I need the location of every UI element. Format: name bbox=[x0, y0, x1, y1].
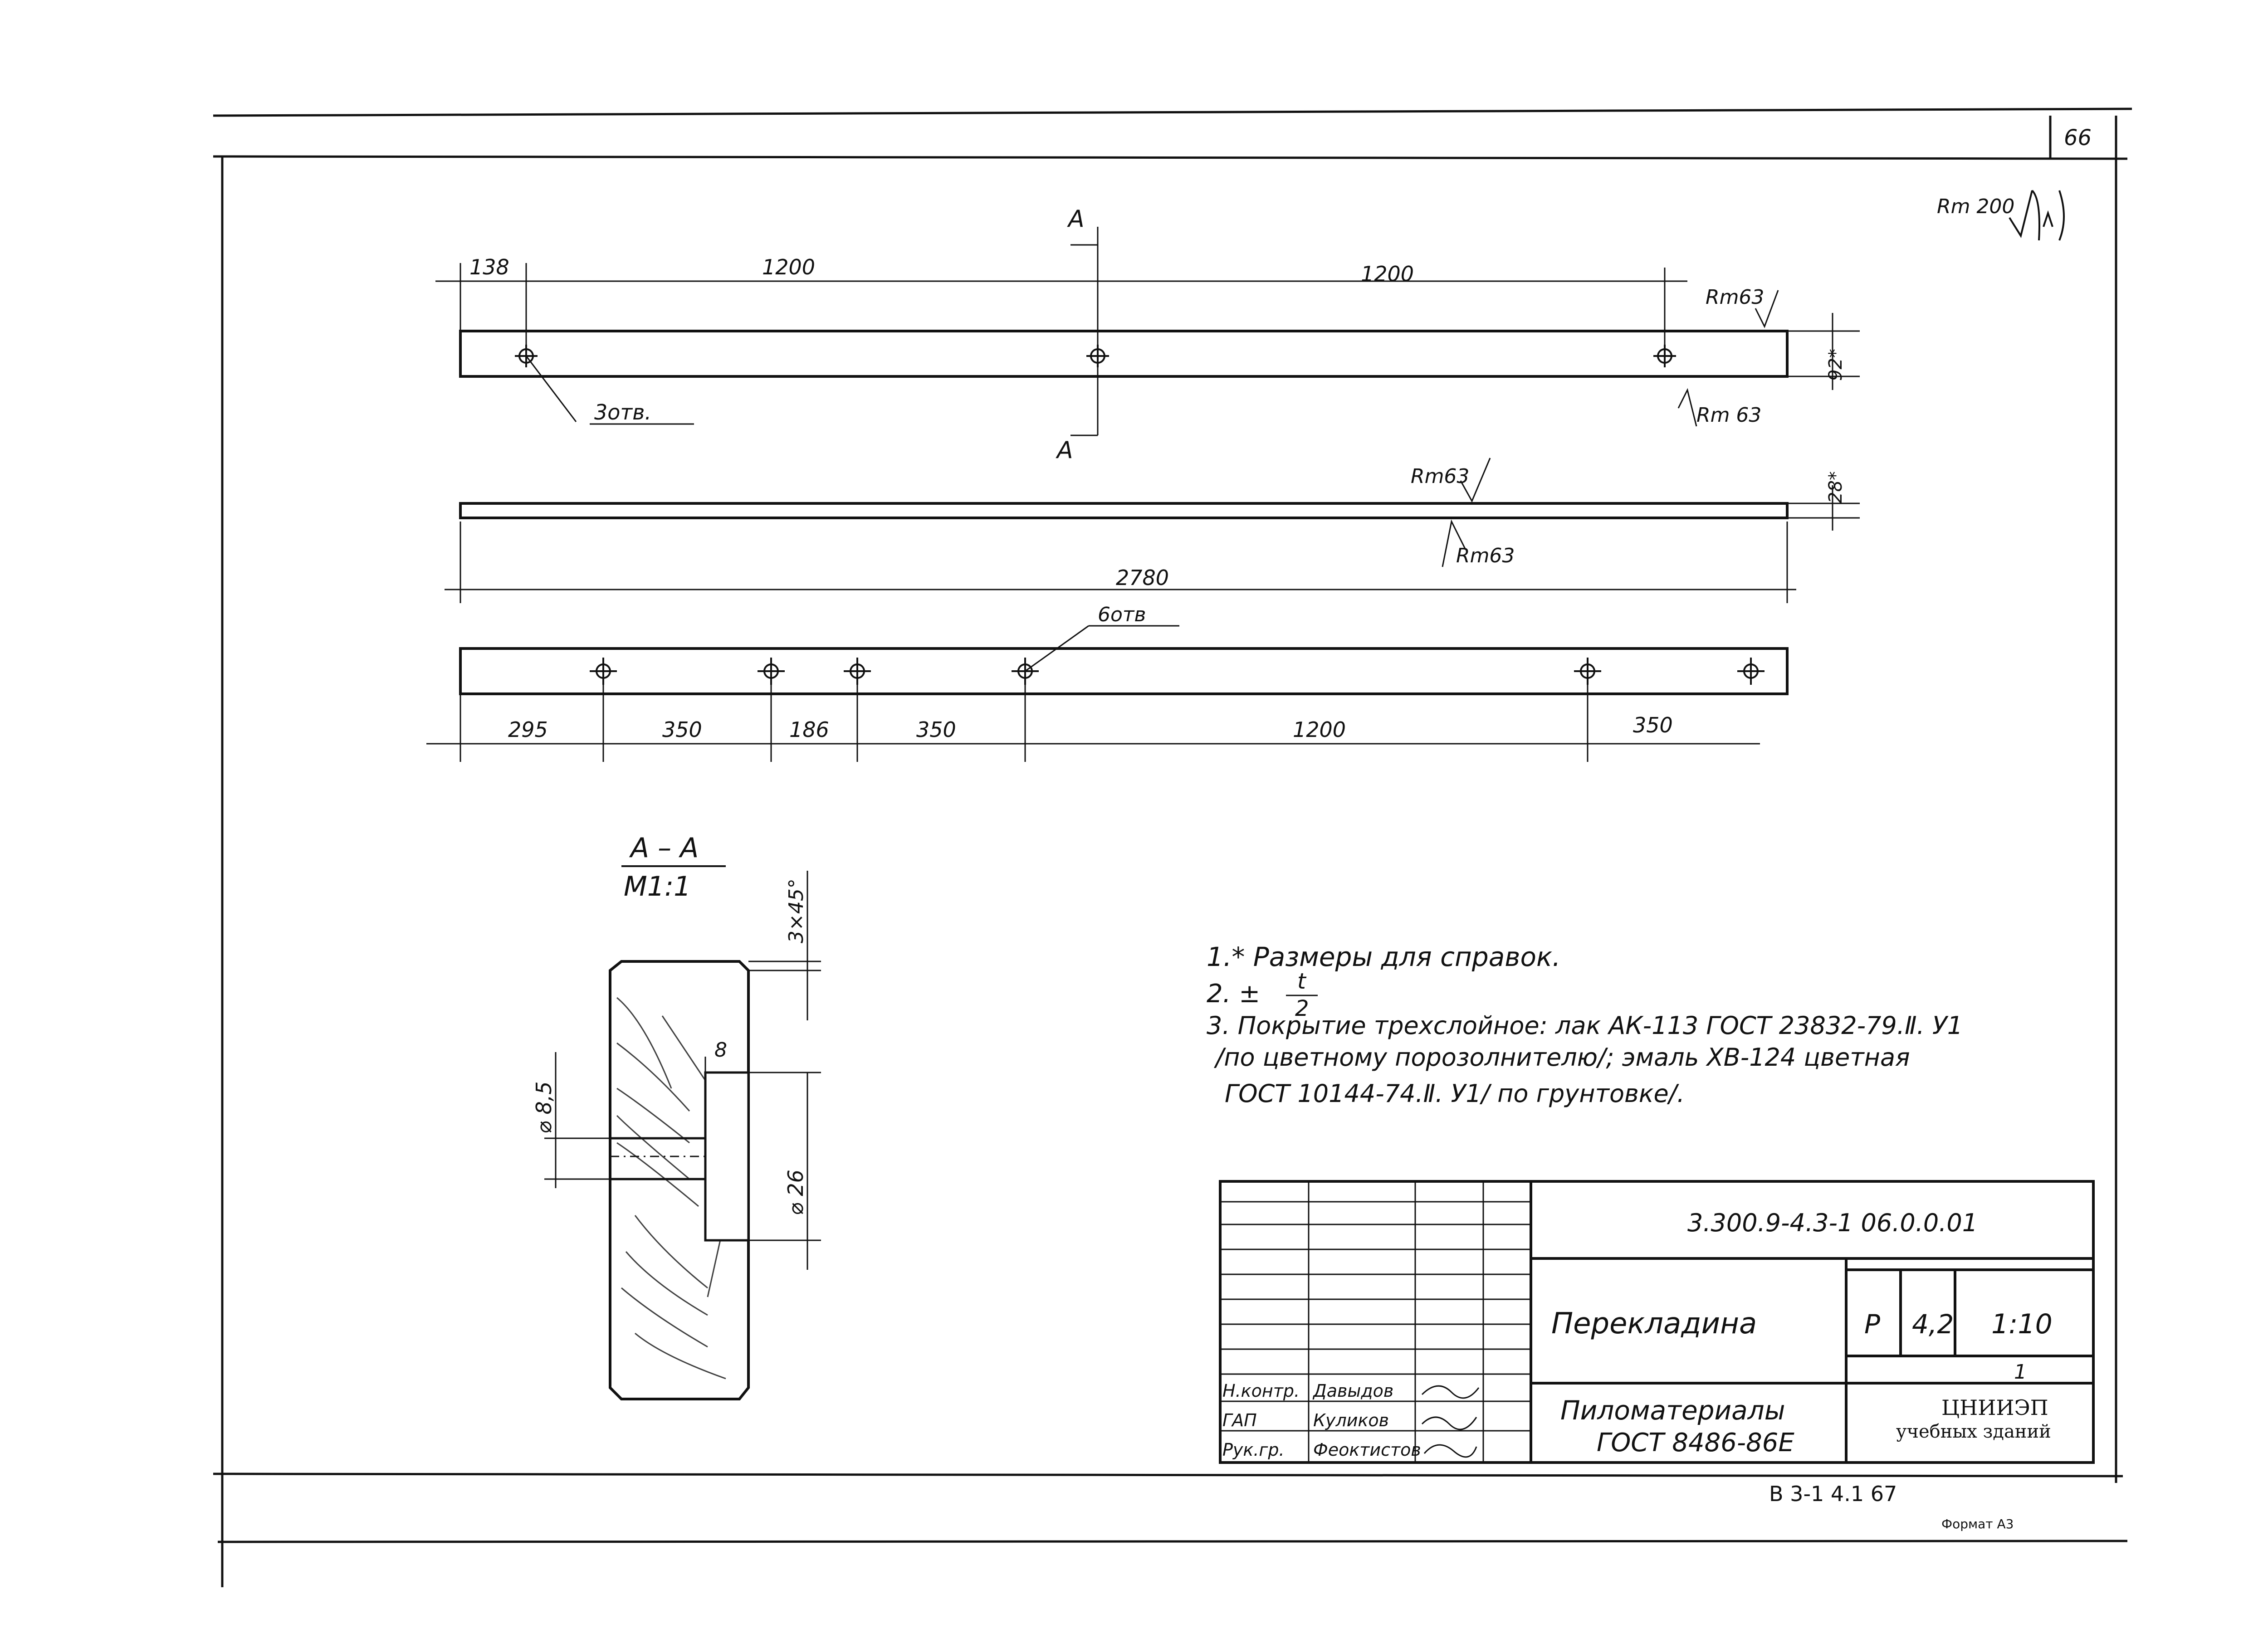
dia-26: ⌀ 26 bbox=[783, 1170, 808, 1215]
title-block: 3.300.9-4.3-1 06.0.0.01 Перекладина Р 4,… bbox=[1219, 1180, 2095, 1464]
sheet-number: 1 bbox=[2014, 1360, 2027, 1384]
roughness-general-label: Rm 200 bbox=[1937, 195, 2014, 218]
section-a-a: А – А М1:1 bbox=[532, 832, 821, 1400]
general-roughness: Rm 200 bbox=[1937, 190, 2065, 241]
holes-note-3: 3отв. bbox=[594, 400, 651, 424]
top-view: 138 1200 1200 А А 3отв. Rm63 Rm 63 92* bbox=[435, 205, 1860, 464]
sheet-frame bbox=[213, 107, 2132, 1587]
format-label: Формат А3 bbox=[1941, 1516, 2014, 1531]
thickness-28: 28* bbox=[1825, 471, 1846, 503]
name-feoktistov: Феоктистов bbox=[1313, 1440, 1421, 1460]
roughness-mid-1: Rm63 bbox=[1411, 465, 1469, 488]
org-line2: учебных зданий bbox=[1896, 1421, 2051, 1442]
note-1: 1.* Размеры для справок. bbox=[1207, 941, 1560, 972]
name-davydov: Давыдов bbox=[1312, 1381, 1393, 1401]
bottom-view: 6отв 295 350 186 350 1200 350 bbox=[426, 603, 1789, 762]
mass: 4,2 bbox=[1912, 1309, 1954, 1340]
section-scale: М1:1 bbox=[624, 871, 691, 902]
notes: 1.* Размеры для справок. 2. ± t 2 3. Пок… bbox=[1207, 941, 1963, 1108]
role-n-kontr: Н.контр. bbox=[1222, 1381, 1300, 1401]
depth-8: 8 bbox=[714, 1039, 727, 1062]
note-2-numerator: t bbox=[1297, 969, 1307, 994]
dim-295: 295 bbox=[508, 717, 548, 742]
dim-138: 138 bbox=[469, 255, 509, 279]
signatures bbox=[1421, 1385, 1480, 1458]
role-gap: ГАП bbox=[1222, 1410, 1257, 1430]
section-mark-top: А bbox=[1067, 205, 1085, 233]
chamfer-dim: 3×45° bbox=[785, 878, 808, 943]
dim-1200-c: 1200 bbox=[1293, 717, 1346, 742]
length-2780: 2780 bbox=[1116, 566, 1169, 590]
role-ruk-gr: Рук.гр. bbox=[1222, 1440, 1285, 1460]
note-3-line1: 3. Покрытие трехслойное: лак АК-113 ГОСТ… bbox=[1207, 1011, 1963, 1040]
note-3-line3: ГОСТ 10144-74.Ⅱ. У1/ по грунтовке/. bbox=[1225, 1079, 1685, 1108]
note-2-denominator: 2 bbox=[1295, 996, 1309, 1021]
section-title: А – А bbox=[629, 832, 699, 864]
middle-view: Rm63 Rm63 28* 2780 bbox=[445, 458, 1860, 603]
dia-8-5: ⌀ 8,5 bbox=[532, 1082, 556, 1134]
holes-note-6: 6отв bbox=[1098, 603, 1146, 626]
note-2-prefix: 2. ± bbox=[1207, 979, 1260, 1009]
org-line1: ЦНИИЭП bbox=[1941, 1395, 2048, 1420]
dim-350-c: 350 bbox=[1633, 713, 1673, 737]
dim-1200-b: 1200 bbox=[1361, 262, 1414, 286]
bottom-code: В 3-1 4.1 67 bbox=[1769, 1482, 1897, 1506]
page-number: 66 bbox=[2064, 125, 2092, 151]
thickness-92: 92* bbox=[1825, 349, 1846, 381]
scale: 1:10 bbox=[1991, 1308, 2053, 1340]
doc-code: 3.300.9-4.3-1 06.0.0.01 bbox=[1687, 1209, 1978, 1237]
name-kulikov: Куликов bbox=[1313, 1410, 1389, 1430]
material-line1: Пиломатериалы bbox=[1560, 1395, 1785, 1426]
material-line2: ГОСТ 8486-86Е bbox=[1597, 1428, 1794, 1458]
note-3-line2: /по цветному порозолнителю/; эмаль ХВ-12… bbox=[1214, 1043, 1910, 1072]
roughness-mid-2: Rm63 bbox=[1456, 544, 1515, 567]
section-mark-bottom: А bbox=[1056, 437, 1073, 464]
section-profile bbox=[609, 960, 750, 1400]
roughness-top-1: Rm63 bbox=[1706, 286, 1764, 309]
dim-350-b: 350 bbox=[916, 717, 956, 742]
dim-350-a: 350 bbox=[662, 717, 702, 742]
dim-1200-a: 1200 bbox=[762, 255, 815, 279]
dim-186: 186 bbox=[789, 717, 829, 742]
part-name: Перекладина bbox=[1551, 1307, 1757, 1341]
roughness-top-2: Rm 63 bbox=[1696, 404, 1761, 427]
litera: Р bbox=[1864, 1309, 1880, 1340]
